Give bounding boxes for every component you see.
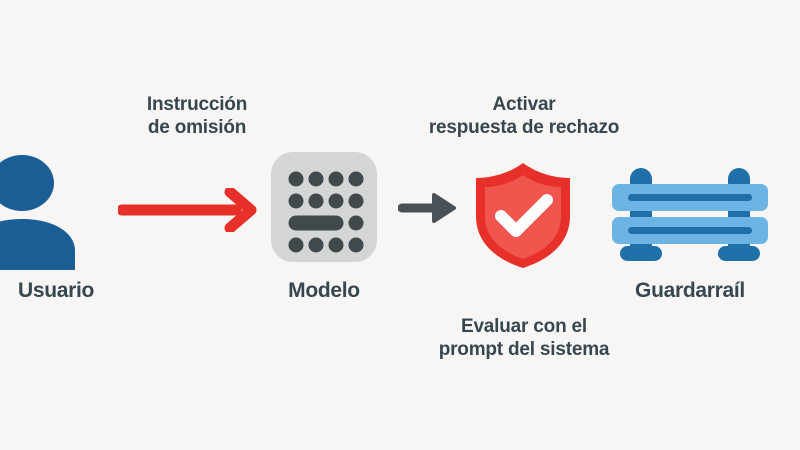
model-label: Modelo (288, 279, 360, 302)
caption-omission-instruction: Instrucción de omisión (146, 94, 248, 139)
model-grid-icon (271, 152, 377, 262)
caption-activate-refusal: Activar respuesta de rechazo (428, 94, 620, 139)
arrow-right-red-icon (116, 186, 258, 234)
guardrail-icon (608, 162, 772, 274)
guardrail-label: Guardarraíl (635, 279, 745, 302)
shield-check-icon (468, 160, 578, 270)
user-avatar-icon (0, 155, 104, 270)
caption-evaluate-system-prompt: Evaluar con el prompt del sistema (438, 316, 610, 361)
user-label: Usuario (17, 279, 95, 302)
arrow-right-gray-icon (397, 190, 458, 226)
